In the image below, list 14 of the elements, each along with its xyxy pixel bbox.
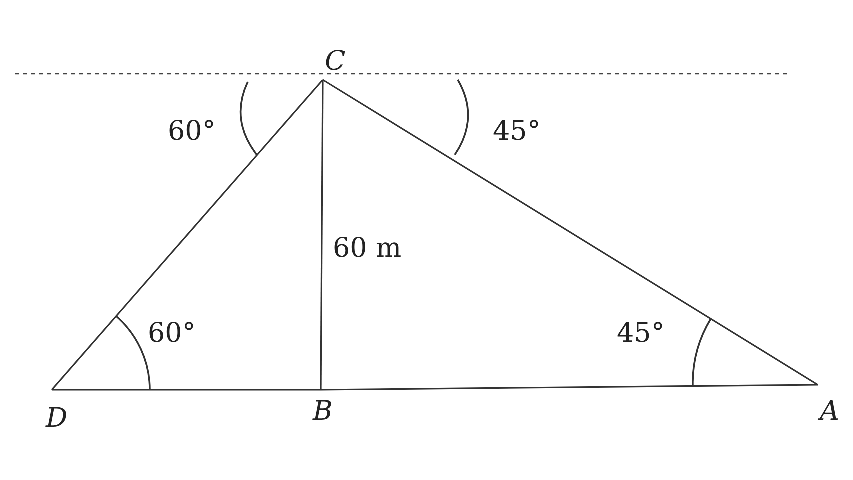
- triangle-side: [320, 80, 324, 390]
- vertex-label: B: [313, 398, 333, 425]
- triangle-side: [321, 384, 818, 391]
- triangle-side: [322, 79, 818, 386]
- angle-label: 60°: [168, 118, 216, 145]
- vertex-label: A: [820, 398, 840, 425]
- vertex-label: C: [325, 48, 346, 75]
- triangle-side: [51, 79, 324, 391]
- angle-label: 60°: [148, 320, 196, 347]
- angle-label: 45°: [617, 320, 665, 347]
- triangle-side: [52, 389, 321, 391]
- length-label: 60 m: [333, 235, 402, 262]
- vertex-label: D: [46, 405, 68, 432]
- angle-label: 45°: [493, 118, 541, 145]
